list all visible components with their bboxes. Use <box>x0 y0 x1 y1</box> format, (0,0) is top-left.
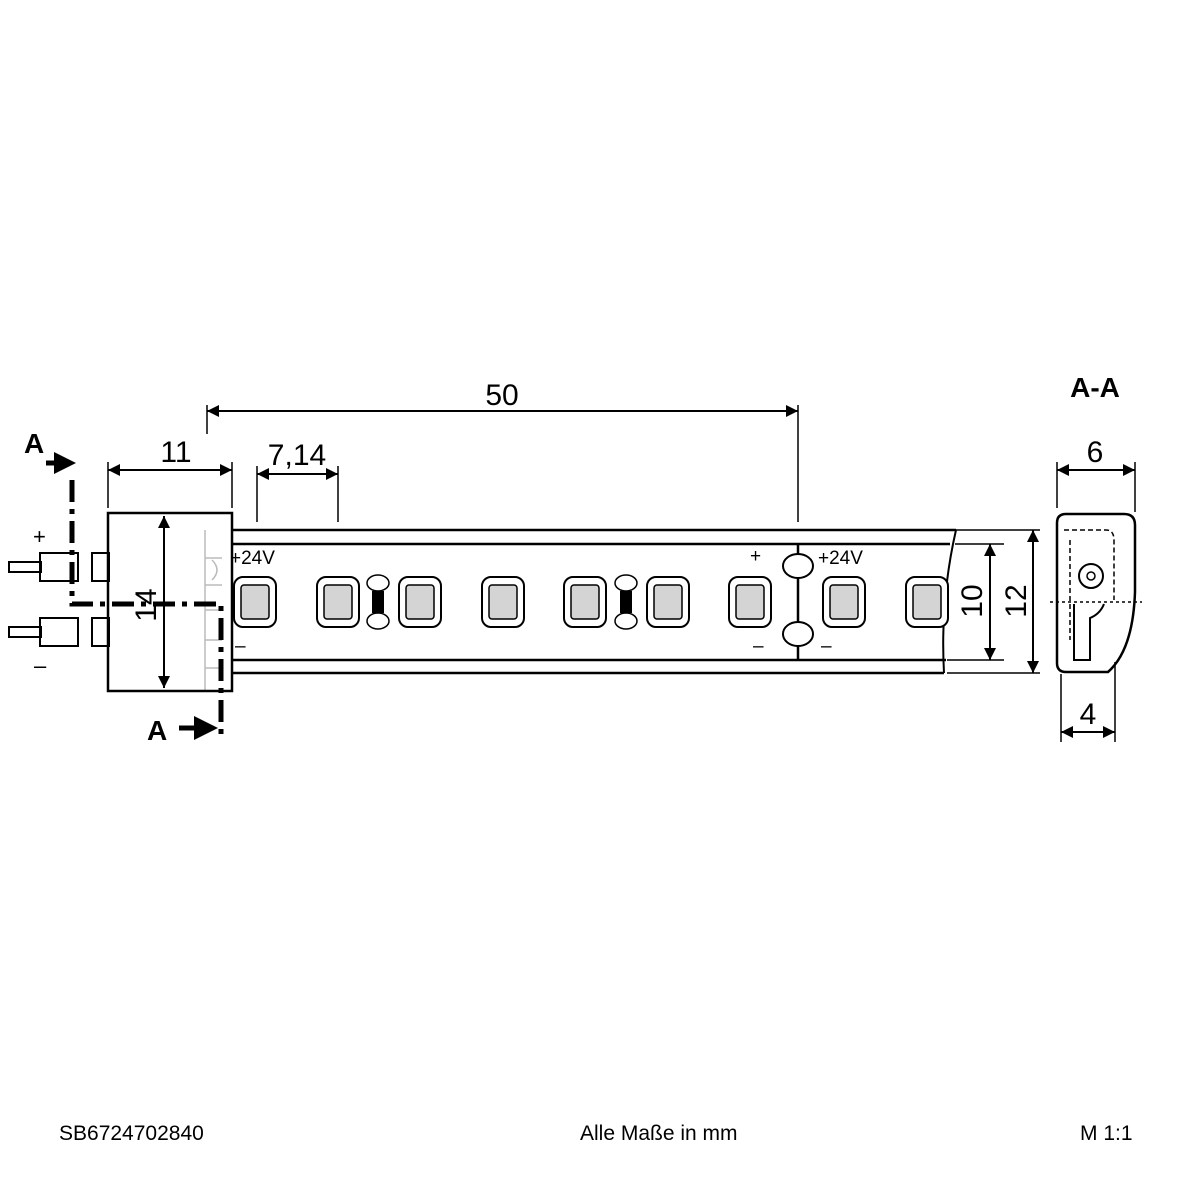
led <box>316 576 360 628</box>
dim-led-spacing: 7,14 <box>257 439 338 480</box>
dim-section-inner-width: 4 <box>1061 698 1115 738</box>
led <box>822 576 866 628</box>
svg-text:14: 14 <box>130 588 163 621</box>
plus-symbol: + <box>33 524 46 549</box>
dim-strip-inner-height: 10 <box>956 544 996 660</box>
solder-pad <box>782 621 814 647</box>
section-marker-top: A <box>24 428 76 474</box>
led <box>646 576 690 628</box>
dim-section-width: 6 <box>1057 436 1135 476</box>
svg-text:11: 11 <box>160 436 191 469</box>
minus-symbol: – <box>34 653 47 678</box>
plus-symbol: + <box>750 546 761 567</box>
led <box>233 576 277 628</box>
resistor <box>614 574 638 630</box>
resistor <box>366 574 390 630</box>
voltage-label: +24V <box>818 548 863 569</box>
minus-symbol: – <box>235 636 246 657</box>
minus-symbol: – <box>821 636 832 657</box>
voltage-label: +24V <box>230 548 275 569</box>
svg-text:4: 4 <box>1080 698 1097 731</box>
minus-symbol: – <box>753 636 764 657</box>
cross-section <box>1050 462 1142 742</box>
connector <box>8 511 234 693</box>
svg-text:50: 50 <box>485 379 518 412</box>
solder-pad <box>782 553 814 579</box>
section-marker-bottom: A <box>147 715 218 746</box>
svg-text:6: 6 <box>1087 436 1104 469</box>
dim-strip-outer-height: 12 <box>1000 530 1039 673</box>
scale-label: M 1:1 <box>1080 1122 1133 1145</box>
svg-text:7,14: 7,14 <box>268 439 326 472</box>
section-title: A-A <box>1070 372 1120 403</box>
svg-text:A: A <box>147 715 167 746</box>
svg-text:A: A <box>24 428 44 459</box>
led <box>905 576 949 628</box>
led <box>481 576 525 628</box>
led-group <box>233 576 949 628</box>
led <box>398 576 442 628</box>
svg-text:12: 12 <box>1000 584 1033 617</box>
svg-text:10: 10 <box>956 584 989 617</box>
dim-connector-height: 14 <box>130 516 170 688</box>
led <box>563 576 607 628</box>
units-note: Alle Maße in mm <box>580 1122 738 1145</box>
led <box>728 576 772 628</box>
article-number: SB6724702840 <box>59 1122 204 1145</box>
dim-connector-length: 11 <box>108 436 232 476</box>
dim-pitch: 50 <box>207 379 798 417</box>
section-line <box>69 480 224 738</box>
